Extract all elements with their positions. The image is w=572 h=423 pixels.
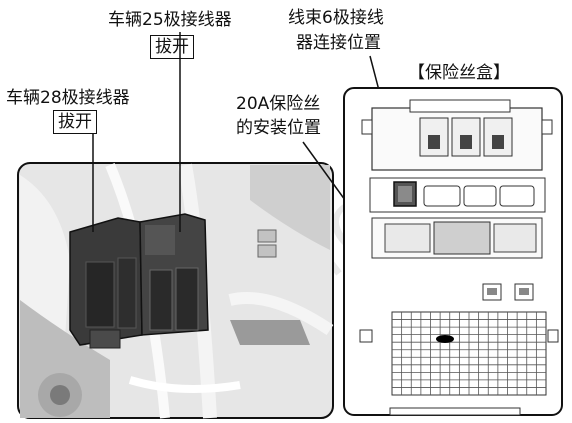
fuse-20a-label: 20A保险丝 bbox=[236, 94, 321, 114]
connector-28-pin-label: 车辆28极接线器 bbox=[6, 88, 130, 108]
connector-25-pin bbox=[139, 213, 209, 336]
fuse-grid bbox=[391, 311, 547, 396]
connector-25-disconnect-label: 拔开 bbox=[150, 35, 194, 59]
connector-25-pin-label: 车辆25极接线器 bbox=[108, 10, 232, 30]
harness-6-pin-label: 线束6极接线 bbox=[288, 8, 384, 28]
harness-6-pin-location-label: 器连接位置 bbox=[296, 33, 381, 53]
fuse-20a-mark bbox=[436, 335, 454, 343]
fuse-box-title: 【保险丝盒】 bbox=[408, 63, 510, 83]
connector-28-disconnect-label: 拔开 bbox=[53, 110, 97, 134]
fuse-20a-location-label: 的安装位置 bbox=[236, 118, 321, 138]
connector-28-pin bbox=[69, 217, 143, 349]
fuse-box bbox=[343, 87, 563, 416]
